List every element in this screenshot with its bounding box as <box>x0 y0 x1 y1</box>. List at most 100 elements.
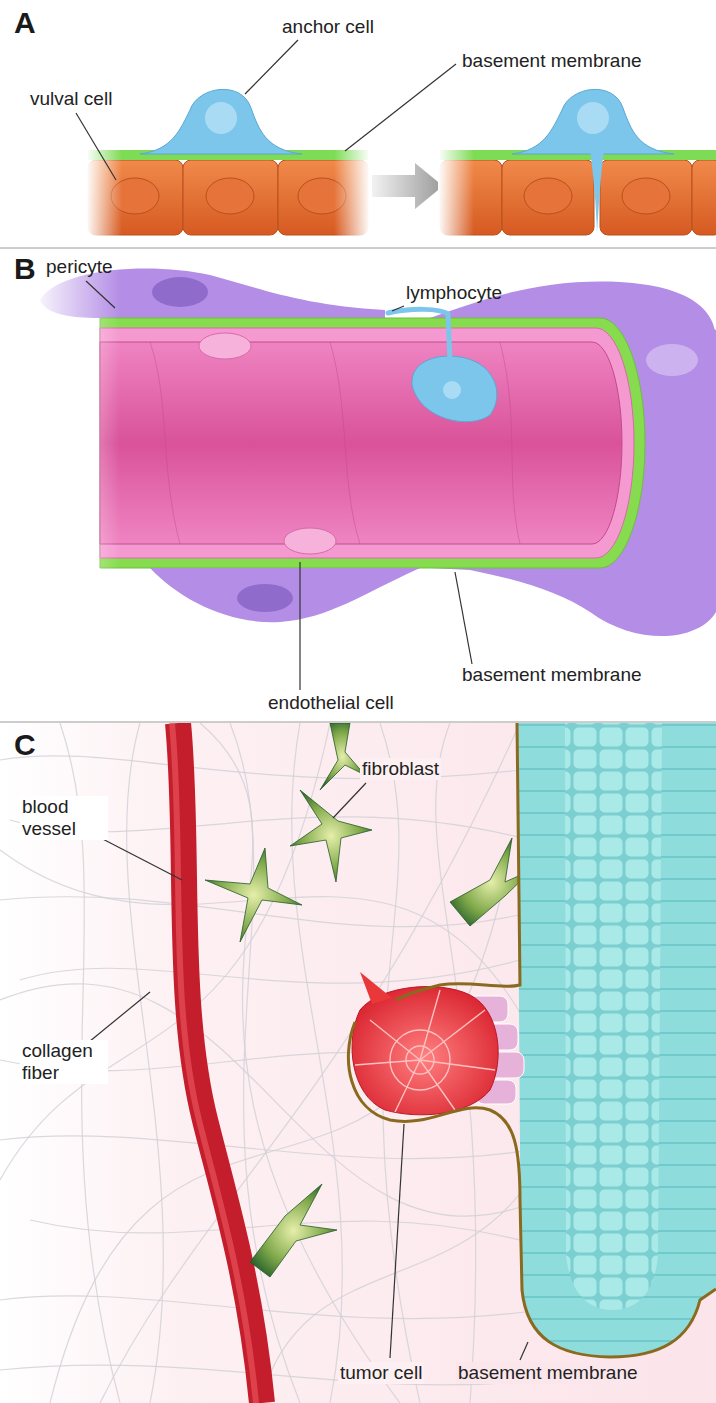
fade <box>30 255 120 585</box>
part-label: lymphocyte <box>404 282 504 304</box>
leader-line <box>520 1342 528 1360</box>
panel-letter: B <box>12 252 38 286</box>
collagen-fiber <box>20 960 520 983</box>
panel-letter: C <box>12 728 38 762</box>
tumor <box>352 987 498 1115</box>
part-label: basement membrane <box>460 664 644 686</box>
lymphocyte <box>443 381 461 399</box>
panel-separator <box>0 248 716 722</box>
leader-line <box>299 562 300 690</box>
part-label: basement membrane <box>460 50 644 72</box>
leader-line <box>455 572 472 664</box>
fibroblast <box>205 848 302 942</box>
leader-line <box>86 281 115 308</box>
collagen-fiber <box>50 900 500 1403</box>
part-label: basement membrane <box>456 1362 640 1384</box>
blood-vessel-wall <box>100 328 634 558</box>
part-label: endothelial cell <box>266 692 396 714</box>
part-label: fibroblast <box>360 758 441 780</box>
tumor <box>360 972 392 1004</box>
fibroblast <box>205 723 532 1277</box>
blood-vessel <box>172 723 262 1403</box>
anchor-cell <box>140 89 302 154</box>
lymphocyte <box>412 356 497 422</box>
vulval-cells <box>183 160 278 235</box>
tumor <box>355 990 495 1112</box>
leader-line <box>245 40 298 94</box>
illustration <box>0 723 716 1403</box>
epithelium <box>517 723 716 1356</box>
vulval-cells <box>88 160 368 235</box>
vulval-cells <box>622 178 670 214</box>
lymphocyte <box>388 309 497 421</box>
collagen-fiber <box>0 1296 540 1319</box>
collagen-fiber <box>0 756 520 779</box>
vulval-cells <box>692 160 716 235</box>
leader-line <box>345 64 456 151</box>
part-label: pericyte <box>44 256 115 278</box>
panel-separator <box>0 248 716 249</box>
pericyte <box>150 320 716 622</box>
blood-vessel <box>172 723 256 1403</box>
part-label: blood vessel <box>20 796 108 840</box>
leader-line <box>333 783 366 818</box>
pericyte <box>237 584 293 612</box>
vulval-cells <box>206 178 254 214</box>
blood-vessel-wall <box>100 342 622 544</box>
pericyte <box>150 568 420 622</box>
collagen-fiber <box>100 723 520 1403</box>
blood-vessel-wall <box>199 333 251 359</box>
pericyte <box>40 269 716 637</box>
pericyte <box>625 320 716 609</box>
anchor-cell <box>590 150 604 232</box>
fibroblast <box>290 790 372 882</box>
blood-vessel-wall <box>100 318 645 568</box>
vulval-cells <box>502 160 594 235</box>
collagen-fiber <box>0 723 540 1403</box>
part-label: tumor cell <box>338 1362 424 1384</box>
leader-line <box>76 40 456 180</box>
fade <box>438 140 474 240</box>
blood-vessel-wall <box>284 528 336 554</box>
epithelium <box>517 723 716 1356</box>
part-label: collagen fiber <box>20 1040 108 1084</box>
basement-membrane-line <box>348 1022 716 1357</box>
anchor-cell <box>140 89 302 154</box>
panel-letter: A <box>12 6 38 40</box>
tumor <box>390 1030 450 1090</box>
part-label: anchor cell <box>280 16 376 38</box>
vulval-cells <box>600 160 692 235</box>
collagen-fiber <box>0 984 540 1216</box>
basement-membrane-line <box>348 723 716 1357</box>
fade <box>334 140 370 240</box>
part-label: vulval cell <box>28 88 114 110</box>
anchor-cell <box>512 89 674 154</box>
panel-separator <box>0 722 716 723</box>
leader-line <box>84 992 150 1046</box>
collagen-fiber <box>127 723 164 1403</box>
pericyte <box>646 344 698 376</box>
leader-line <box>93 834 182 880</box>
blood-vessel-wall <box>100 318 645 568</box>
fade <box>86 140 122 240</box>
vulval-cells <box>524 178 572 214</box>
collagen-fiber <box>0 1136 530 1159</box>
anchor-cell <box>205 102 237 134</box>
leader-line <box>76 113 116 180</box>
anchor-cell <box>577 102 609 134</box>
leader-line <box>392 306 404 311</box>
tissue-ground <box>0 723 716 1403</box>
anchor-cell <box>512 89 674 232</box>
tumor <box>352 972 498 1115</box>
vulval-cells <box>440 160 716 235</box>
leader-line <box>86 281 472 690</box>
tumor <box>355 990 495 1112</box>
collagen-fiber <box>0 723 330 1180</box>
blood-vessel-wall <box>150 342 520 544</box>
epithelium <box>565 723 662 1310</box>
tumor <box>406 1046 434 1074</box>
fibroblast <box>320 723 365 790</box>
process-arrow <box>372 163 443 209</box>
